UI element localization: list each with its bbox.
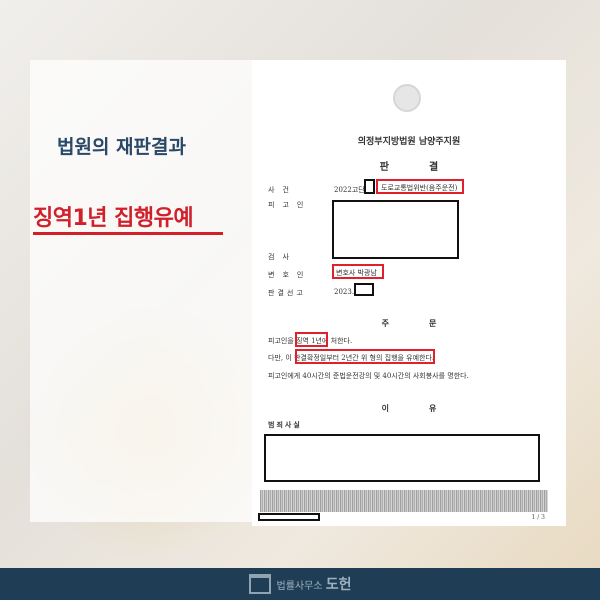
document-paper xyxy=(252,60,566,526)
row-label: 검사 xyxy=(268,253,297,261)
order-line: 피고인에게 40시간의 준법운전강의 및 40시간의 사회봉사를 명한다. xyxy=(268,372,469,380)
redaction xyxy=(354,283,374,296)
reason-subtitle: 범죄사실 xyxy=(268,420,302,429)
section-title: 법원의 재판결과 xyxy=(57,136,186,158)
row-label: 사건 xyxy=(268,186,297,194)
row-label: 판결선고 xyxy=(268,289,306,297)
case-number: 2022고단 xyxy=(334,186,365,194)
sentence-date: 2023. xyxy=(334,288,355,296)
scan-noise xyxy=(260,490,548,512)
row-label: 변호인 xyxy=(268,271,312,279)
order-title: 주문 xyxy=(381,318,477,328)
page-number: 1 / 3 xyxy=(530,514,546,521)
judgment-document: 의정부지방법원 남양주지원 판결 사건 2022고단 도로교통법위반(음주운전)… xyxy=(252,0,566,526)
redaction xyxy=(258,513,320,521)
highlight-box xyxy=(376,179,464,194)
redaction xyxy=(364,179,375,194)
order-line: 피고인을 징역 1년에 처한다. xyxy=(268,337,353,345)
highlight-box xyxy=(295,349,435,364)
reason-title: 이유 xyxy=(381,403,477,413)
row-label: 피고인 xyxy=(268,201,312,209)
footer-bar: 법률사무소 도헌 xyxy=(0,568,600,600)
court-seal-icon xyxy=(393,84,421,112)
highlight-box xyxy=(295,332,328,347)
result-headline: 징역1년 집행유예 xyxy=(33,206,194,231)
divider xyxy=(33,232,223,235)
order-line: 다만, 이 판결확정일부터 2년간 위 형의 집행을 유예한다. xyxy=(268,354,435,362)
highlight-box xyxy=(332,264,384,279)
redaction xyxy=(264,434,540,482)
doc-title: 판결 xyxy=(379,162,479,173)
redaction xyxy=(332,200,459,259)
court-name: 의정부지방법원 남양주지원 xyxy=(357,137,461,147)
case-name: 도로교통법위반(음주운전) xyxy=(381,184,458,192)
pillar-logo-icon xyxy=(248,574,271,594)
firm-logo: 법률사무소 도헌 xyxy=(276,577,352,593)
lawyer-name: 변호사 박광남 xyxy=(336,269,377,277)
